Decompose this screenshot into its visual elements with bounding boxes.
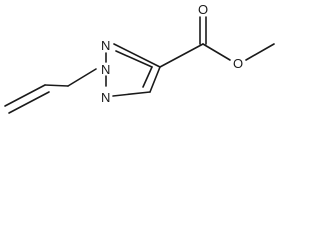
bond-vinyl-double-b (8, 91, 50, 114)
atom-label-o-carbonyl: O (198, 2, 208, 17)
atom-label-n-top: N (101, 38, 110, 53)
bond-ester-o-methyl (245, 43, 275, 61)
bond-c4-carbonyl-c (159, 43, 204, 68)
bond-vinyl-single (44, 84, 69, 87)
atom-label-n-mid: N (101, 62, 110, 77)
chemical-structure-diagram: N N N O O (0, 0, 278, 126)
bond-ring-n-bottom-c5 (112, 91, 151, 97)
atom-label-n-bottom: N (101, 90, 110, 105)
bond-ring-c4-n-top (113, 43, 161, 68)
bond-carbonyl-ester-o (202, 43, 231, 61)
molecule-drawing: N N N O O (4, 2, 275, 114)
atom-label-o-ester: O (233, 56, 243, 71)
bond-ring-c4-n-top-inner (115, 50, 153, 68)
bond-ring-c5-c4 (149, 66, 161, 93)
bond-ring-c5-c4-inner (142, 66, 153, 88)
bond-vinyl-double-a (4, 84, 46, 107)
bond-ch2-n (67, 68, 97, 87)
